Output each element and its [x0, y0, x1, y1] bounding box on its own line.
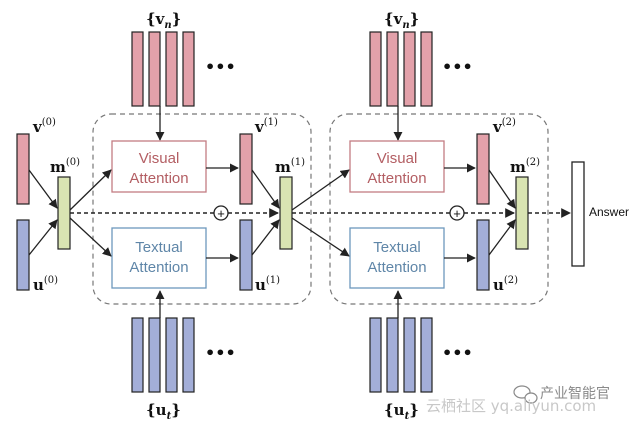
arrow-v1-to-m1 [251, 169, 280, 209]
svg-text:+: + [453, 206, 461, 221]
vector-v2 [476, 133, 490, 205]
watermark-brand: 产业智能官 [540, 385, 610, 401]
vector-m0 [57, 176, 71, 250]
visual-attention-label-1b: Attention [129, 170, 188, 187]
wechat-icon [513, 385, 538, 404]
label-m0: m(0) [50, 157, 80, 176]
v-set-label-2: {vn} [384, 10, 419, 31]
textual-attention-label-1a: Textual [135, 239, 183, 256]
vector-v0 [16, 133, 30, 205]
vector-m2 [515, 176, 529, 250]
arrow-u1-to-m1 [251, 219, 280, 256]
arrow-m0-to-textual-1 [69, 217, 112, 257]
answer-label: Answer [589, 205, 629, 219]
svg-text:+: + [217, 206, 225, 221]
arrow-u2-to-m2 [488, 219, 516, 256]
arrow-v2-to-m2 [488, 169, 516, 209]
label-u0: u(0) [33, 275, 58, 294]
label-m2: m(2) [510, 157, 540, 176]
vector-u1 [239, 219, 253, 291]
visual-memory-vectors-2 [369, 31, 433, 107]
visual-attention-label-2b: Attention [367, 170, 426, 187]
u-set-label-2: {ut} [384, 401, 419, 422]
vector-v1 [239, 133, 253, 205]
ellipsis-u2: ••• [442, 343, 473, 362]
ellipsis-u1: ••• [205, 343, 236, 362]
label-v1: v(1) [254, 117, 278, 136]
v-set-label-1: {vn} [146, 10, 181, 31]
textual-attention-box-1 [111, 227, 207, 289]
visual-attention-box-1 [111, 140, 207, 193]
label-v2: v(2) [492, 117, 516, 136]
textual-attention-label-2a: Textual [373, 239, 421, 256]
u-set-label-1: {ut} [146, 401, 181, 422]
arrow-u0-to-m0 [28, 219, 58, 256]
textual-attention-label-1b: Attention [129, 259, 188, 276]
vector-u2 [476, 219, 490, 291]
textual-memory-vectors-2 [369, 317, 433, 393]
visual-attention-label-1a: Visual [139, 150, 180, 167]
textual-memory-vectors-1 [131, 317, 195, 393]
label-u2: u(2) [493, 275, 518, 294]
plus-node-1: + [213, 205, 229, 221]
vector-answer [571, 161, 585, 267]
arrow-m1-to-visual-2 [291, 169, 350, 211]
vector-u0 [16, 219, 30, 291]
label-v0: v(0) [32, 117, 56, 136]
plus-node-2: + [449, 205, 465, 221]
arrow-v0-to-m0 [28, 169, 58, 209]
ellipsis-v1: ••• [205, 57, 236, 76]
ellipsis-v2: ••• [442, 57, 473, 76]
visual-attention-box-2 [349, 140, 445, 193]
hop-1-container [92, 113, 312, 305]
visual-attention-label-2a: Visual [377, 150, 418, 167]
label-m1: m(1) [275, 157, 305, 176]
hop-2-container [329, 113, 549, 305]
label-u1: u(1) [255, 275, 280, 294]
arrow-m1-to-textual-2 [291, 217, 350, 257]
textual-attention-box-2 [349, 227, 445, 289]
vector-m1 [279, 176, 293, 250]
textual-attention-label-2b: Attention [367, 259, 426, 276]
arrow-m0-to-visual-1 [69, 169, 112, 211]
visual-memory-vectors-1 [131, 31, 195, 107]
watermark-site: 云栖社区 yq.aliyun.com [426, 397, 596, 415]
